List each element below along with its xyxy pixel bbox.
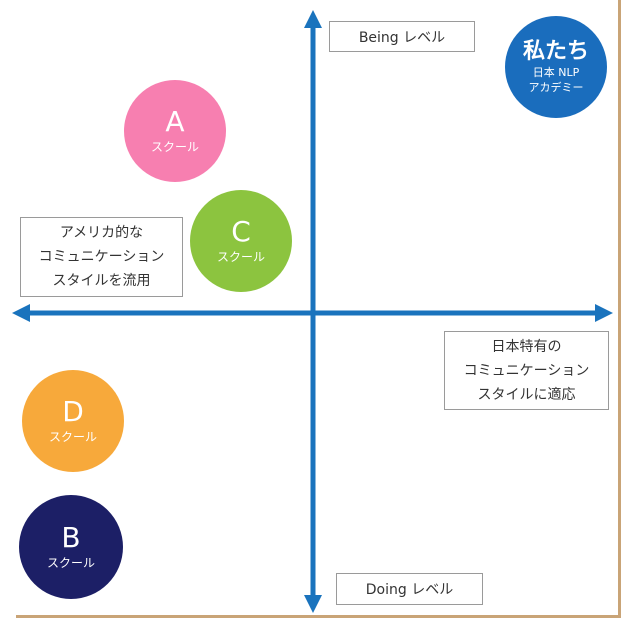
japanese-style-label: 日本特有の コミュニケーション スタイルに適応 [444, 331, 609, 410]
school-c-letter: C [231, 215, 251, 248]
school-a-label: スクール [150, 140, 199, 154]
being-level-label: Being レベル [329, 21, 475, 52]
doing-level-label: Doing レベル [336, 573, 483, 605]
american-style-line-1: アメリカ的な [59, 225, 144, 241]
vertical-axis-arrow-top [304, 10, 322, 28]
school-a-circle: A スクール [124, 80, 226, 182]
horizontal-axis-arrow-left [12, 304, 30, 322]
school-d-label: スクール [48, 430, 97, 444]
japanese-style-line-3: スタイルに適応 [477, 386, 576, 403]
school-b-label: スクール [46, 556, 95, 570]
frame-bottom-border [16, 615, 621, 618]
school-a-letter: A [165, 105, 185, 138]
being-level-text: Being レベル [358, 29, 446, 46]
japanese-style-line-2: コミュニケーション [463, 362, 590, 379]
american-style-line-2: コミュニケーション [38, 249, 165, 265]
vertical-axis-arrow-bottom [304, 595, 322, 613]
doing-level-text: Doing レベル [365, 582, 454, 598]
school-b-circle: B スクール [19, 495, 123, 599]
us-circle: 私たち 日本 NLP アカデミー [505, 16, 607, 118]
us-title: 私たち [522, 39, 589, 64]
school-b-letter: B [61, 521, 81, 554]
us-line-2: アカデミー [528, 81, 584, 94]
school-c-circle: C スクール [190, 190, 292, 292]
horizontal-axis-arrow-right [595, 304, 613, 322]
school-d-circle: D スクール [22, 370, 124, 472]
japanese-style-line-1: 日本特有の [491, 338, 562, 355]
frame-right-border [618, 0, 621, 618]
school-c-label: スクール [216, 250, 265, 264]
us-line-1: 日本 NLP [532, 66, 580, 79]
school-d-letter: D [62, 395, 84, 428]
american-style-line-3: スタイルを流用 [52, 273, 151, 289]
american-style-label: アメリカ的な コミュニケーション スタイルを流用 [20, 217, 183, 297]
